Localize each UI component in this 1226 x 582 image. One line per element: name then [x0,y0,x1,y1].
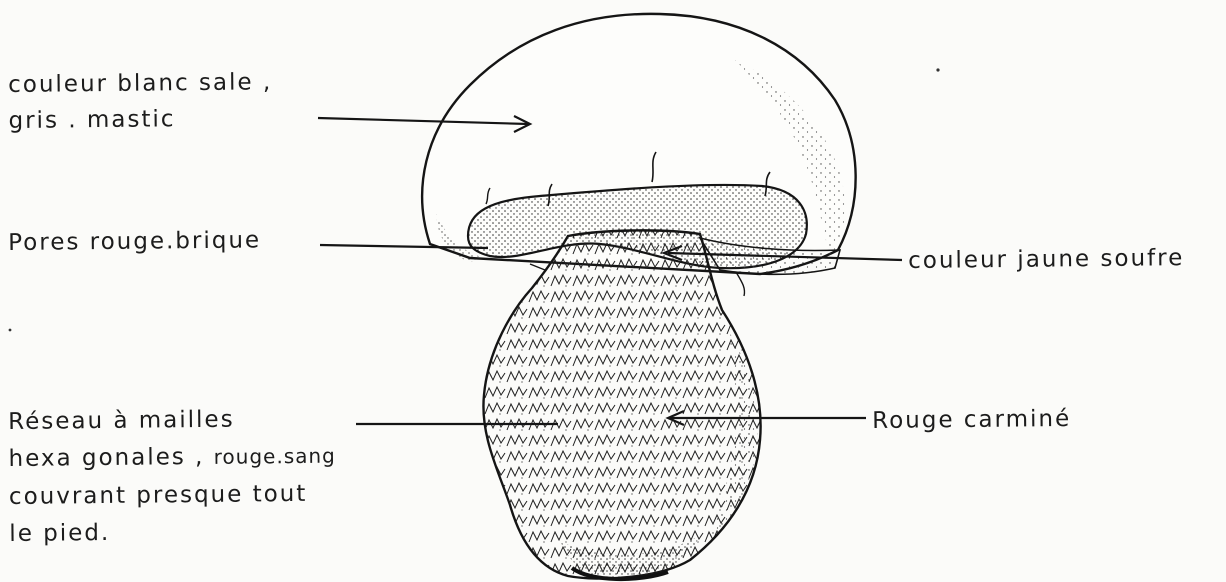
label-flesh-color: couleur jaune soufre [908,241,1184,280]
label-cap-line2: gris . mastic [8,101,272,139]
mushroom-stipe [483,230,760,580]
label-network-line4: le pied. [9,512,337,553]
label-pores: Pores rouge.brique [8,223,261,261]
label-stipe-color: Rouge carminé [872,402,1071,440]
label-pores-text: Pores rouge.brique [8,223,261,261]
label-cap-color: couleur blanc sale , gris . mastic [8,65,273,139]
label-network-line3: couvrant presque tout [9,475,337,516]
label-network-line2: hexa gonales , rouge.sang [8,438,336,479]
label-network: Réseau à mailles hexa gonales , rouge.sa… [8,401,337,553]
label-flesh-text: couleur jaune soufre [908,241,1184,280]
label-network-line2b: rouge.sang [214,444,336,469]
stray-dot [936,68,939,71]
stray-dot [9,329,12,332]
label-stipe-text: Rouge carminé [872,402,1071,440]
label-network-line1: Réseau à mailles [8,401,336,442]
label-network-line2a: hexa gonales , [8,444,204,472]
label-cap-line1: couleur blanc sale , [8,65,272,103]
